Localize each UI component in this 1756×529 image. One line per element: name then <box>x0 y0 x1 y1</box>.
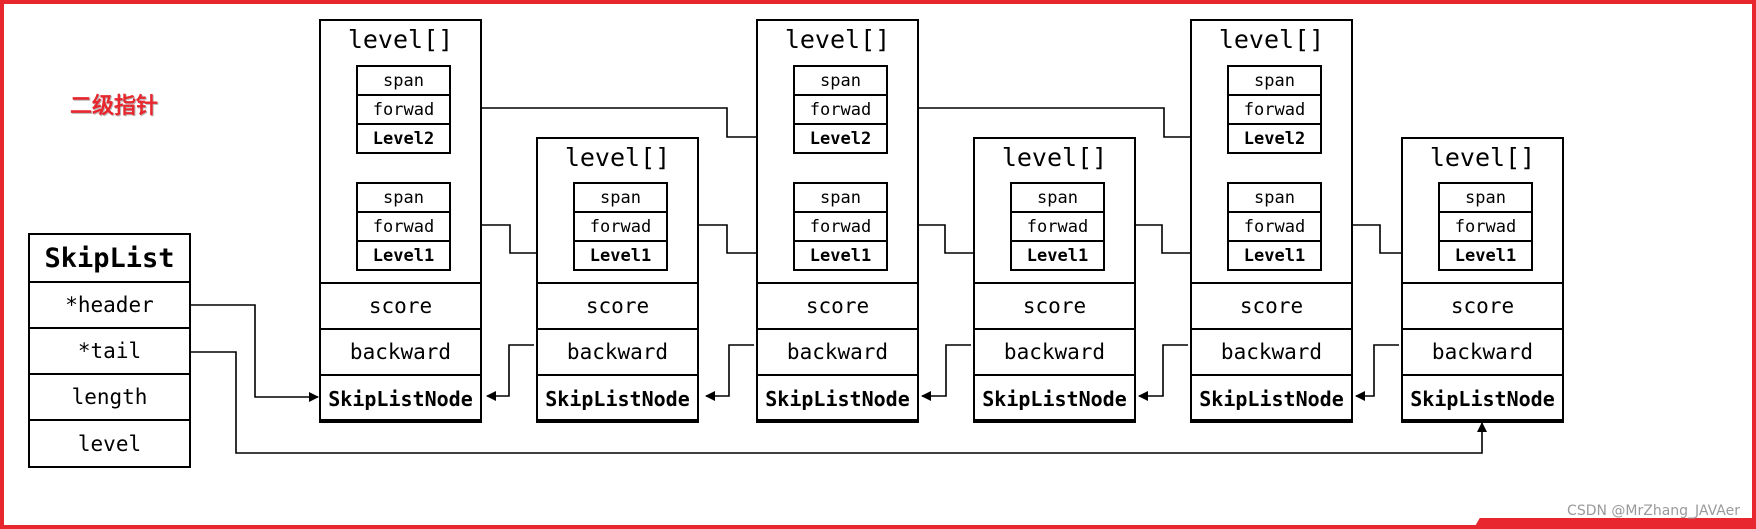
backward-pointer-arrow <box>921 344 971 401</box>
span-cell: span <box>573 182 668 213</box>
forward-cell: forwad <box>356 211 451 242</box>
span-cell: span <box>793 65 888 96</box>
level2-forward-arrow <box>447 107 787 142</box>
level1-label: Level1 <box>356 240 451 271</box>
score-field: score <box>1190 282 1353 330</box>
forward-cell: forwad <box>793 94 888 125</box>
level2-label: Level2 <box>793 123 888 154</box>
level2-label: Level2 <box>1227 123 1322 154</box>
backward-pointer-arrow <box>1355 344 1399 401</box>
backward-field: backward <box>756 328 919 376</box>
skiplist-field-level: level <box>28 419 191 468</box>
backward-field: backward <box>1401 328 1564 376</box>
span-cell: span <box>356 182 451 213</box>
backward-field: backward <box>319 328 482 376</box>
span-cell: span <box>1227 182 1322 213</box>
backward-field: backward <box>1190 328 1353 376</box>
forward-cell: forwad <box>1438 211 1533 242</box>
score-field: score <box>756 282 919 330</box>
level-array-title: level[] <box>347 25 454 54</box>
level-array-title: level[] <box>784 25 891 54</box>
forward-cell: forwad <box>793 211 888 242</box>
score-field: score <box>536 282 699 330</box>
level1-label: Level1 <box>1227 240 1322 271</box>
header-pointer-arrow <box>191 304 319 402</box>
span-cell: span <box>1010 182 1105 213</box>
skiplist-field-tail: *tail <box>28 327 191 375</box>
forward-cell: forwad <box>356 94 451 125</box>
span-cell: span <box>356 65 451 96</box>
skiplist-title: SkipList <box>28 233 191 283</box>
level2-label: Level2 <box>356 123 451 154</box>
span-cell: span <box>793 182 888 213</box>
level1-label: Level1 <box>1010 240 1105 271</box>
span-cell: span <box>1438 182 1533 213</box>
level2-forward-arrow <box>883 107 1221 142</box>
level-array-title: level[] <box>1429 143 1536 172</box>
forward-cell: forwad <box>1227 94 1322 125</box>
backward-pointer-arrow <box>1138 344 1188 401</box>
skiplist-field-header: *header <box>28 281 191 329</box>
node-type-label: SkipListNode <box>1401 374 1564 423</box>
corner-ribbon <box>1468 518 1752 525</box>
score-field: score <box>973 282 1136 330</box>
level-array-title: level[] <box>1001 143 1108 172</box>
node-type-label: SkipListNode <box>536 374 699 423</box>
backward-field: backward <box>973 328 1136 376</box>
forward-cell: forwad <box>573 211 668 242</box>
annotation-label: 二级指针 <box>70 94 159 119</box>
node-type-label: SkipListNode <box>756 374 919 423</box>
forward-cell: forwad <box>1010 211 1105 242</box>
node-type-label: SkipListNode <box>319 374 482 423</box>
backward-pointer-arrow <box>705 344 754 401</box>
level1-label: Level1 <box>573 240 668 271</box>
level1-label: Level1 <box>1438 240 1533 271</box>
skiplist-struct: SkipList *header *tail length level <box>28 233 191 468</box>
span-cell: span <box>1227 65 1322 96</box>
backward-field: backward <box>536 328 699 376</box>
backward-pointer-arrow <box>486 344 534 401</box>
forward-cell: forwad <box>1227 211 1322 242</box>
score-field: score <box>319 282 482 330</box>
score-field: score <box>1401 282 1564 330</box>
watermark: CSDN @MrZhang_JAVAer <box>1567 503 1740 519</box>
level1-label: Level1 <box>793 240 888 271</box>
node-type-label: SkipListNode <box>1190 374 1353 423</box>
skiplist-field-length: length <box>28 373 191 421</box>
node-type-label: SkipListNode <box>973 374 1136 423</box>
level-array-title: level[] <box>1218 25 1325 54</box>
level-array-title: level[] <box>564 143 671 172</box>
